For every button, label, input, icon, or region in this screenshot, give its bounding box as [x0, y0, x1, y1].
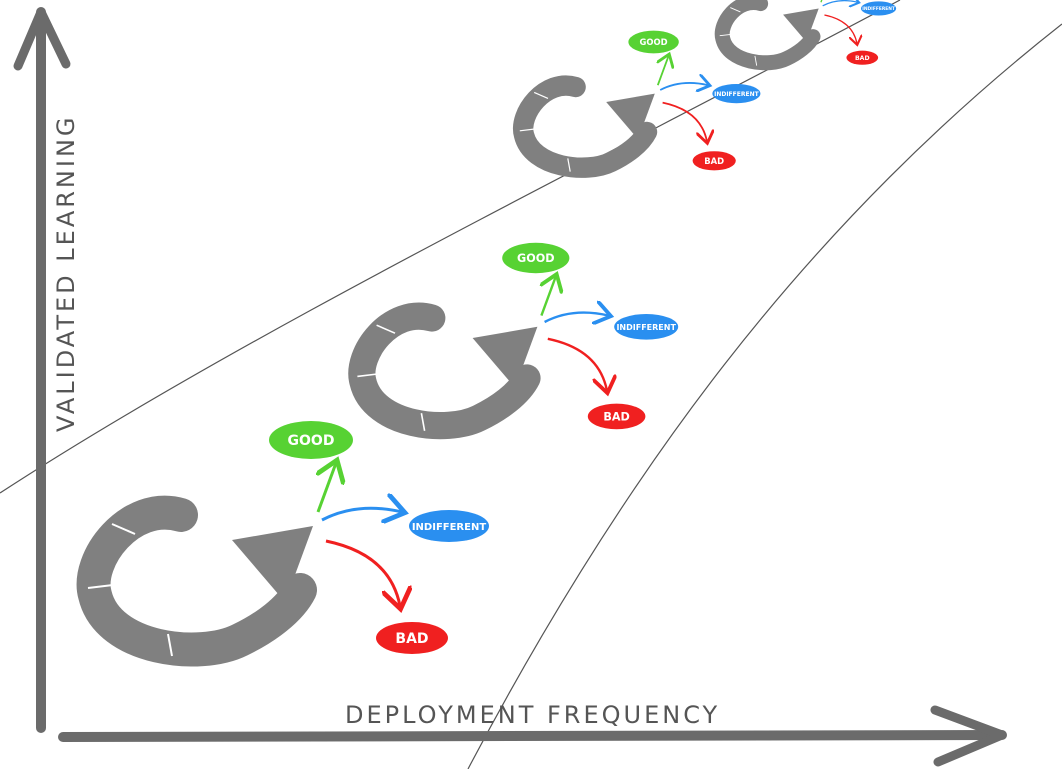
svg-text:BAD: BAD — [855, 55, 870, 62]
good-arrow-2 — [541, 276, 555, 317]
bad-badge-1: BAD — [376, 622, 448, 654]
bad-badge-3: BAD — [692, 151, 736, 171]
feedback-loop-4: GOOD INDIFFERENT BAD — [714, 0, 897, 71]
svg-text:INDIFFERENT: INDIFFERENT — [714, 91, 760, 98]
feedback-loop-2: GOOD INDIFFERENT BAD — [348, 242, 679, 440]
svg-text:GOOD: GOOD — [517, 252, 555, 265]
indifferent-arrow-2 — [544, 313, 609, 322]
svg-text:BAD: BAD — [395, 631, 428, 647]
bad-badge-4: BAD — [846, 50, 879, 65]
good-badge-3: GOOD — [628, 30, 679, 54]
indifferent-arrow-4 — [822, 0, 858, 6]
svg-text:GOOD: GOOD — [640, 37, 668, 47]
good-arrow-1 — [318, 463, 336, 513]
bad-arrow-3 — [662, 101, 707, 142]
good-badge-1: GOOD — [269, 421, 353, 459]
x-axis — [58, 705, 1007, 767]
indifferent-badge-3: INDIFFERENT — [712, 84, 761, 104]
y-axis-label: VALIDATED LEARNING — [52, 114, 80, 432]
indifferent-badge-2: INDIFFERENT — [614, 314, 679, 340]
good-badge-2: GOOD — [502, 242, 570, 274]
feedback-loop-3: GOOD INDIFFERENT BAD — [513, 30, 761, 178]
x-axis-label: DEPLOYMENT FREQUENCY — [345, 701, 720, 729]
good-arrow-3 — [658, 56, 669, 86]
bad-badge-2: BAD — [587, 403, 646, 430]
indifferent-badge-1: INDIFFERENT — [409, 510, 489, 542]
feedback-loop-1: GOOD INDIFFERENT BAD — [76, 421, 489, 667]
indifferent-arrow-3 — [659, 83, 708, 90]
good-arrow-4 — [820, 0, 823, 3]
svg-text:BAD: BAD — [704, 156, 724, 166]
svg-text:INDIFFERENT: INDIFFERENT — [412, 522, 487, 533]
upper-boundary-line — [0, 0, 901, 494]
svg-text:GOOD: GOOD — [288, 433, 335, 449]
lower-boundary-line — [467, 23, 1062, 769]
svg-text:INDIFFERENT: INDIFFERENT — [616, 323, 676, 332]
svg-text:BAD: BAD — [603, 410, 629, 423]
bad-arrow-1 — [325, 539, 400, 606]
bad-arrow-2 — [547, 337, 607, 391]
svg-text:INDIFFERENT: INDIFFERENT — [862, 6, 895, 12]
bad-arrow-4 — [824, 14, 857, 44]
indifferent-badge-4: INDIFFERENT — [860, 1, 897, 16]
indifferent-arrow-1 — [321, 508, 402, 520]
y-axis — [13, 7, 71, 733]
